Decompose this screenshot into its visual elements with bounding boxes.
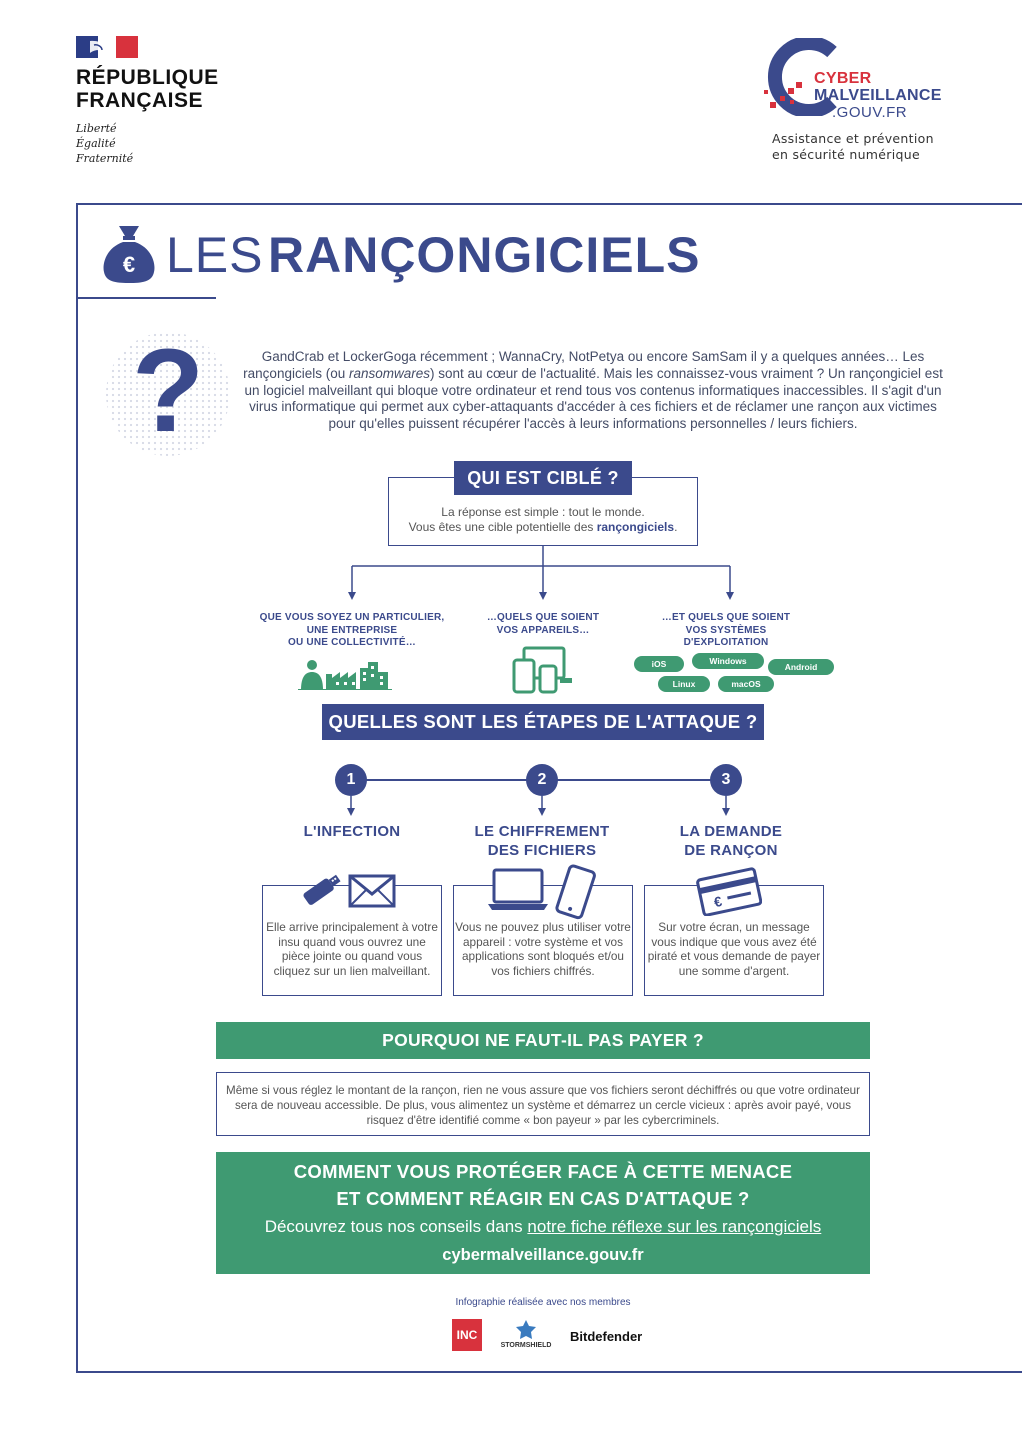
why-not-pay-heading: POURQUOI NE FAUT-IL PAS PAYER ?	[216, 1022, 870, 1059]
inc-logo: INC	[452, 1319, 482, 1351]
os-badge-windows: Windows	[692, 653, 764, 669]
protect-heading-line1: COMMENT VOUS PROTÉGER FACE À CETTE MENAC…	[293, 1161, 793, 1182]
page-title: RANÇONGICIELS	[268, 227, 701, 283]
logo-text-gouv: .GOUV.FR	[832, 104, 908, 121]
ransomware-guide-link[interactable]: notre fiche réflexe sur les rançongiciel…	[527, 1217, 822, 1236]
step-box-infection	[262, 885, 442, 996]
site-url[interactable]: cybermalveillance.gouv.fr	[442, 1246, 644, 1264]
republic-motto: Liberté Égalité Fraternité	[76, 122, 134, 165]
step-title-encryption: LE CHIFFREMENT DES FICHIERS	[474, 823, 610, 859]
republique-francaise: RÉPUBLIQUE FRANÇAISE	[76, 66, 219, 112]
protect-banner	[216, 1152, 870, 1274]
person-and-buildings-icon	[298, 660, 392, 690]
stormshield-logo-icon	[516, 1320, 536, 1339]
down-arrow-icon	[347, 796, 355, 816]
stormshield-logo: STORMSHIELD	[500, 1342, 552, 1349]
dotted-circle-decoration	[106, 332, 230, 456]
attack-steps-heading: QUELLES SONT LES ÉTAPES DE L'ATTAQUE ?	[322, 704, 764, 740]
protect-advice-line: Découvrez tous nos conseils dans notre f…	[264, 1217, 822, 1236]
os-badge-ios: iOS	[634, 656, 684, 672]
os-badge-linux: Linux	[658, 676, 710, 692]
title-underline	[78, 297, 216, 299]
protect-heading-line2: ET COMMENT RÉAGIR EN CAS D'ATTAQUE ?	[336, 1188, 750, 1209]
step-description: Elle arrive principalement à votre insu …	[266, 920, 438, 978]
intro-paragraph: GandCrab et LockerGoga récemment ; Wanna…	[243, 349, 943, 432]
step-title-infection: L'INFECTION	[303, 823, 401, 840]
content-frame	[76, 203, 1022, 1373]
usb-and-envelope-icon	[298, 866, 396, 908]
logo-tagline: Assistance et prévention en sécurité num…	[772, 131, 934, 162]
laptop-and-phone-icon	[488, 864, 596, 920]
down-arrow-icon	[722, 796, 730, 816]
who-targeted-text: La réponse est simple : tout le monde. V…	[408, 505, 678, 534]
why-not-pay-text: Même si vous réglez le montant de la ran…	[226, 1084, 860, 1127]
logo-text-cyber: CYBER	[814, 70, 872, 87]
os-badge-macos: macOS	[718, 676, 774, 692]
target-category-devices: …QUELS QUE SOIENT VOS APPAREILS…	[486, 612, 600, 636]
step-description: Sur votre écran, un message vous indique…	[647, 920, 821, 978]
target-category-people: QUE VOUS SOYEZ UN PARTICULIER, UNE ENTRE…	[259, 612, 445, 648]
step-box-encryption	[453, 885, 633, 996]
bitdefender-logo: Bitdefender	[570, 1329, 643, 1344]
step-number: 2	[526, 764, 558, 796]
marianne-flag-logo	[76, 36, 138, 58]
target-branch-arrows	[348, 546, 734, 600]
page-title-prefix: LES	[166, 227, 264, 283]
who-targeted-heading: QUI EST CIBLÉ ?	[454, 461, 632, 495]
devices-icon	[512, 646, 572, 694]
money-bag-icon: €	[103, 226, 155, 283]
target-category-os: …ET QUELS QUE SOIENT VOS SYSTÈMES D'EXPL…	[661, 612, 791, 648]
cybermalveillance-c-logo	[764, 38, 837, 116]
down-arrow-icon	[538, 796, 546, 816]
step-title-ransom: LA DEMANDE DE RANÇON	[679, 823, 783, 859]
os-badge-android: Android	[768, 659, 834, 675]
why-not-pay-box	[216, 1072, 870, 1136]
infographic-credit: Infographie réalisée avec nos membres	[455, 1297, 631, 1308]
step-number: 3	[710, 764, 742, 796]
svg-text:€: €	[712, 893, 723, 910]
svg-text:€: €	[123, 252, 135, 277]
logo-text-malveillance: MALVEILLANCE	[814, 87, 942, 104]
step-number: 1	[335, 764, 367, 796]
step-description: Vous ne pouvez plus utiliser votre appar…	[455, 920, 631, 978]
question-mark-icon: ?	[132, 325, 205, 457]
credit-card-icon: €	[696, 867, 762, 916]
